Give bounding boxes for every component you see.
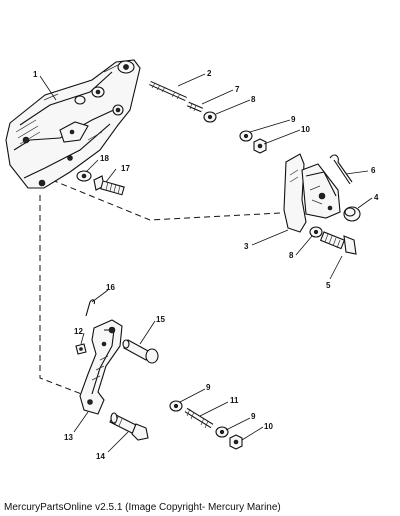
callout-15: 15: [156, 315, 165, 324]
part-2-stud: [149, 80, 187, 102]
part-7-short-stud: [187, 101, 203, 113]
callout-12: 12: [74, 327, 83, 336]
callout-3: 3: [244, 242, 249, 251]
callout-10-lower: 10: [264, 422, 273, 431]
callout-4: 4: [374, 193, 379, 202]
callout-18: 18: [100, 154, 109, 163]
part-18-washer: [76, 170, 92, 182]
part-9-washer-upper: [239, 130, 253, 142]
part-16-pin: [85, 299, 96, 317]
callout-10-upper: 10: [301, 125, 310, 134]
callout-5: 5: [326, 281, 331, 290]
callout-2: 2: [207, 69, 212, 78]
assembly-guide-lines: [39, 179, 281, 399]
callout-9-lower-b: 9: [251, 412, 256, 421]
callout-11: 11: [230, 396, 239, 405]
part-4-cap: [343, 206, 361, 222]
part-6-cotter-pin: [329, 154, 353, 185]
part-1-mounting-bracket: [5, 59, 141, 189]
part-10-nut-upper: [253, 138, 267, 154]
part-10-nut-lower: [229, 434, 243, 450]
part-12-clip: [75, 343, 87, 355]
part-8-washer-right: [309, 226, 323, 238]
callout-9-lower-a: 9: [206, 383, 211, 392]
part-9-washer-lower-a: [169, 400, 183, 412]
part-11-stud: [184, 407, 214, 429]
callout-numbers: 1 2 7 8 9 10 6 4 3 8 5 17 18 16 12 15 9 …: [33, 69, 379, 461]
callout-17: 17: [121, 164, 130, 173]
part-3-pivot-bracket: [283, 153, 341, 233]
callout-13: 13: [64, 433, 73, 442]
callout-8-right: 8: [289, 251, 294, 260]
callout-14: 14: [96, 452, 105, 461]
part-5-bolt: [319, 231, 357, 255]
leader-lines: [39, 73, 373, 453]
part-14-shoulder-bolt: [109, 412, 149, 441]
part-15-pivot-pin: [122, 339, 159, 364]
part-8-washer-upper: [203, 111, 217, 123]
part-9-washer-lower-b: [215, 426, 229, 438]
callout-1: 1: [33, 70, 38, 79]
part-13-lower-arm: [79, 319, 123, 415]
callout-8-upper: 8: [251, 95, 256, 104]
part-17-bolt: [93, 175, 125, 196]
copyright-caption: MercuryPartsOnline v2.5.1 (Image Copyrig…: [4, 502, 281, 513]
callout-16: 16: [106, 283, 115, 292]
callout-6: 6: [371, 166, 376, 175]
callout-7: 7: [235, 85, 240, 94]
callout-9-upper: 9: [291, 115, 296, 124]
